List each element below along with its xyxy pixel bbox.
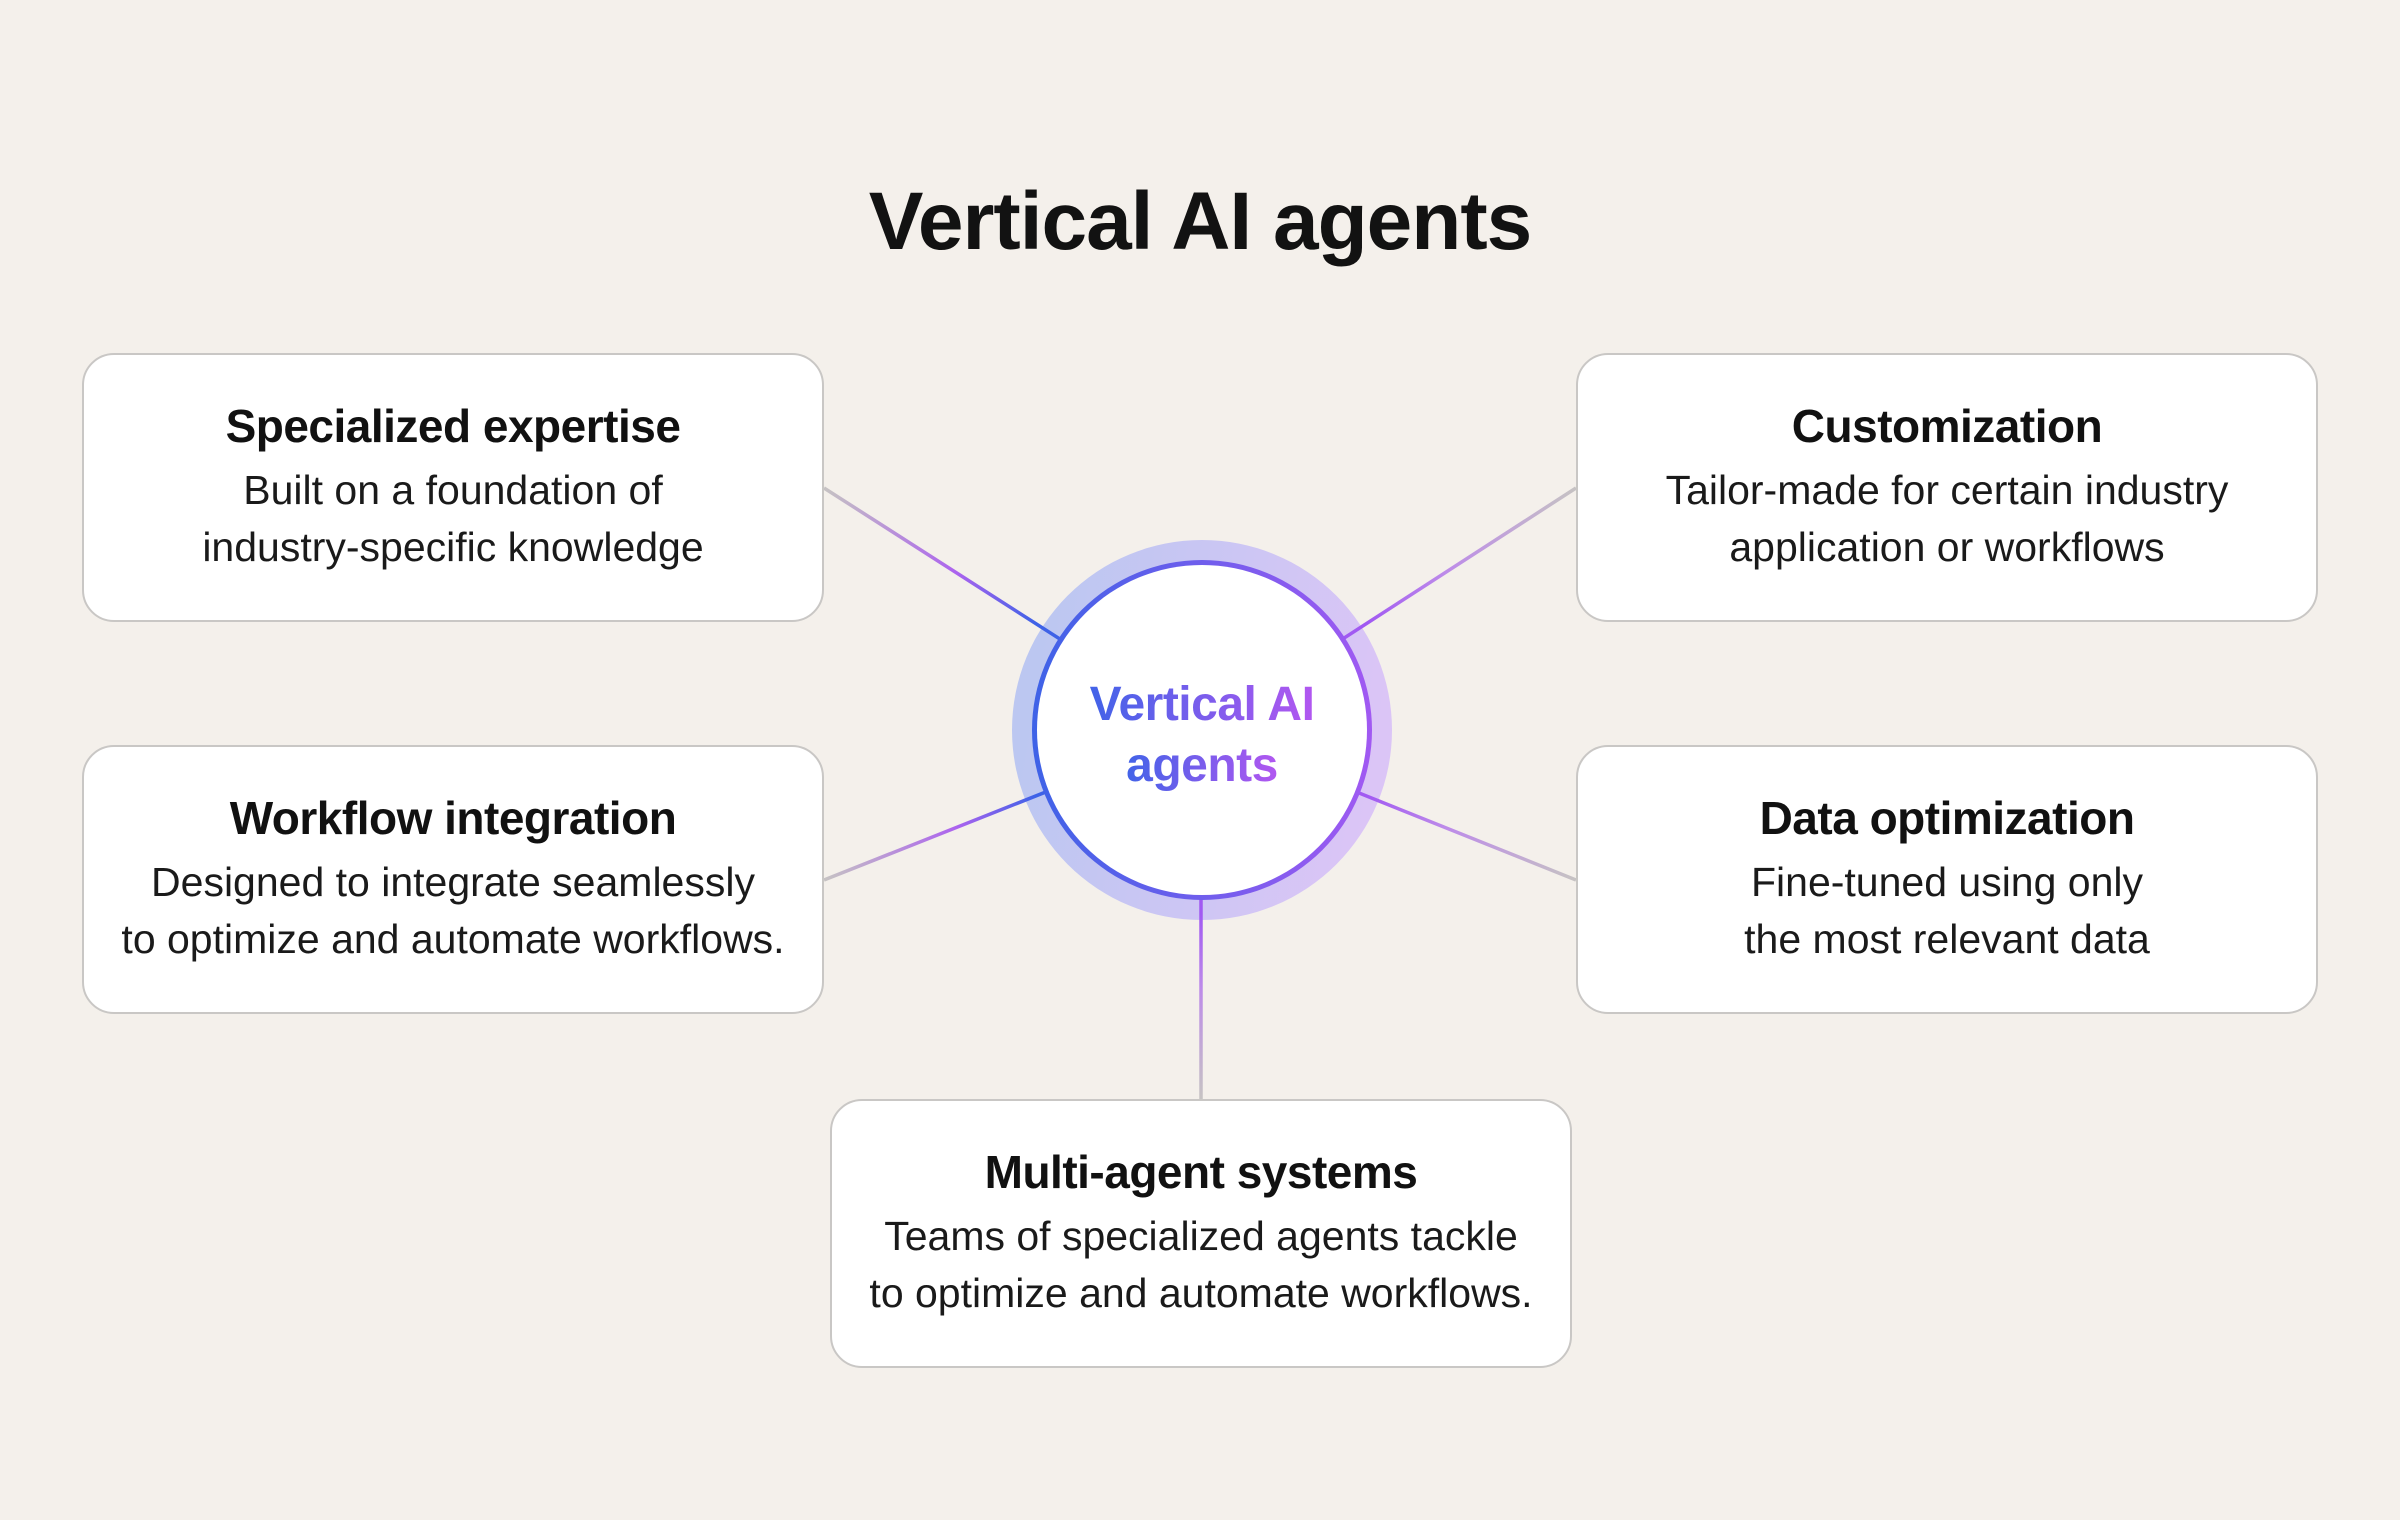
card-title: Data optimization: [1759, 792, 2135, 845]
card-body-line: Teams of specialized agents tackle: [884, 1212, 1518, 1259]
card-title: Specialized expertise: [225, 400, 681, 453]
card-title: Workflow integration: [229, 792, 677, 845]
card-body-line: industry-specific knowledge: [202, 523, 704, 570]
card-data-optimization: Data optimization Fine-tuned using only …: [1576, 745, 2318, 1014]
card-body-line: to optimize and automate workflows.: [869, 1269, 1533, 1316]
center-circle: Vertical AI agents: [1032, 560, 1372, 900]
card-title: Customization: [1791, 400, 2103, 453]
card-multi-agent-systems: Multi-agent systems Teams of specialized…: [830, 1099, 1572, 1368]
card-body-line: to optimize and automate workflows.: [121, 915, 785, 962]
card-body-line: Designed to integrate seamlessly: [151, 858, 755, 905]
card-body-line: the most relevant data: [1744, 915, 2150, 962]
card-body-line: application or workflows: [1729, 523, 2165, 570]
card-body-line: Tailor-made for certain industry: [1665, 466, 2229, 513]
card-title: Multi-agent systems: [984, 1146, 1418, 1199]
card-customization: Customization Tailor-made for certain in…: [1576, 353, 2318, 622]
page-title: Vertical AI agents: [868, 175, 1533, 267]
card-specialized-expertise: Specialized expertise Built on a foundat…: [82, 353, 824, 622]
card-body-line: Built on a foundation of: [243, 466, 663, 513]
center-circle-label-line1: Vertical AI: [1090, 674, 1315, 735]
card-body-line: Fine-tuned using only: [1750, 858, 2144, 905]
card-workflow-integration: Workflow integration Designed to integra…: [82, 745, 824, 1014]
center-circle-label-line2: agents: [1126, 735, 1278, 796]
